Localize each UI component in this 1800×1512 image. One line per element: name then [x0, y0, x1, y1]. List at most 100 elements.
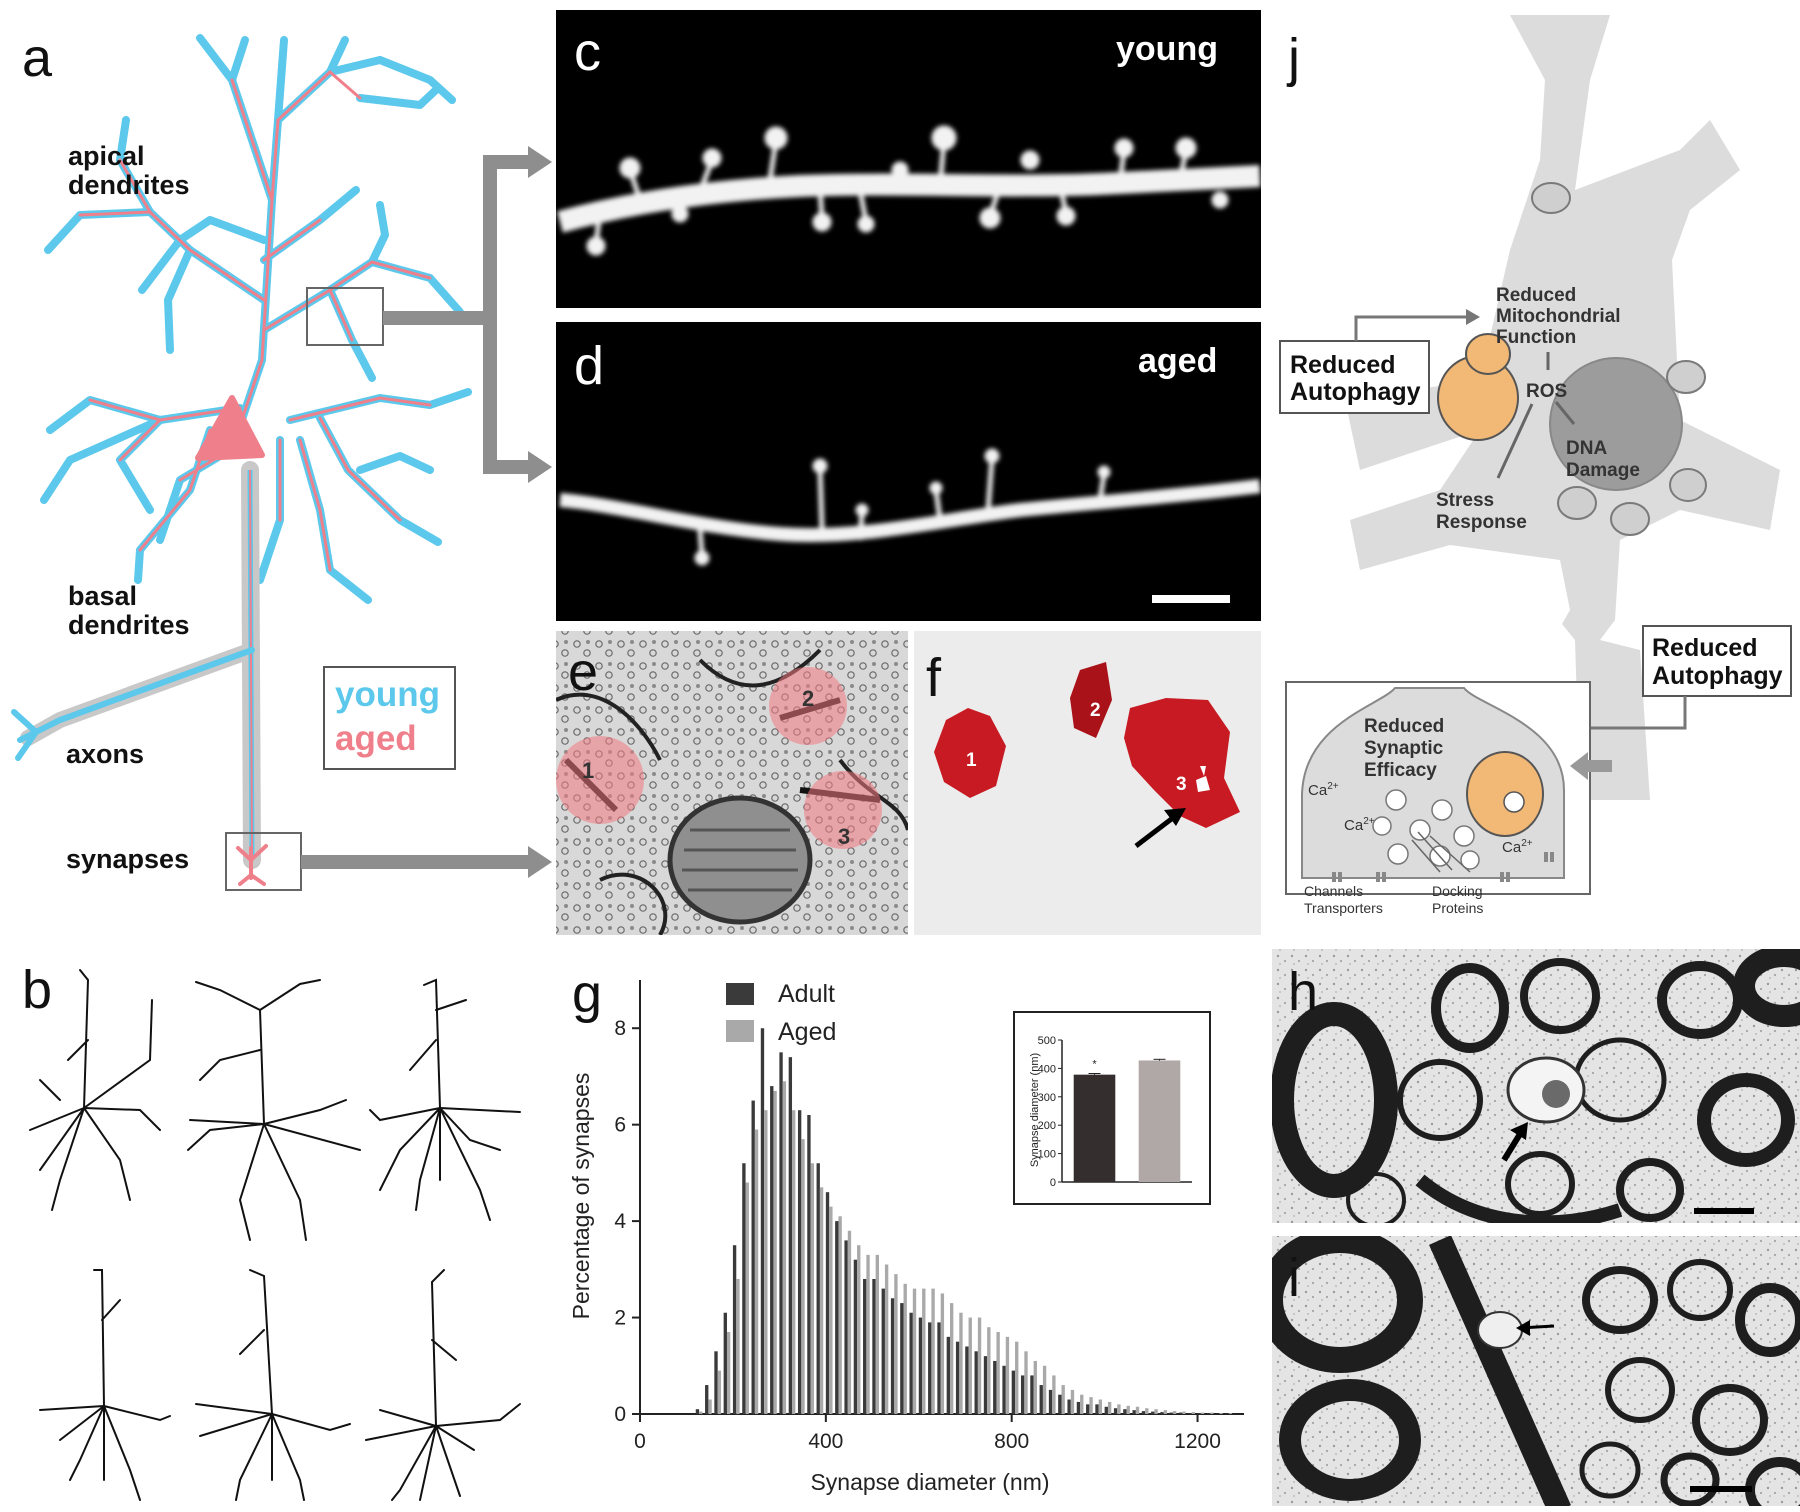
label-basal-line1: basal — [68, 581, 137, 611]
dna-line2: Damage — [1566, 460, 1640, 481]
panel-label-d: d — [574, 336, 604, 396]
bar-aged — [1173, 1411, 1177, 1414]
bar-aged — [922, 1288, 926, 1414]
bar-aged — [717, 1370, 722, 1414]
bar-aged — [1080, 1394, 1084, 1414]
bar-adult — [1169, 1412, 1174, 1414]
bar-adult — [760, 1028, 765, 1414]
bar-adult — [807, 1115, 811, 1414]
y-tick-label: 2 — [614, 1307, 626, 1330]
scale-bar-i — [1690, 1486, 1752, 1492]
ros-label: ROS — [1526, 381, 1567, 402]
recon-label-2: 2 — [1090, 700, 1101, 721]
bar-adult — [918, 1317, 923, 1414]
bar-aged — [726, 1332, 731, 1414]
bar-aged — [764, 1110, 768, 1414]
bar-aged — [819, 1187, 824, 1414]
connector-arrowheads — [528, 146, 552, 878]
bar-aged — [903, 1283, 907, 1414]
bar-aged — [977, 1317, 982, 1414]
bar-aged — [1135, 1406, 1140, 1414]
synapse-input-arrow — [1570, 752, 1612, 780]
legend-young: young — [335, 675, 440, 714]
bar-adult — [900, 1303, 904, 1414]
bar-adult — [928, 1322, 932, 1414]
bar-adult — [797, 1110, 802, 1414]
inset-bar-adult — [1073, 1074, 1116, 1182]
arrow-h — [1501, 1132, 1523, 1162]
calcium-label-2: Ca2+ — [1344, 816, 1375, 834]
autophagy-bottom-line1: Reduced — [1652, 634, 1758, 662]
bar-aged — [1219, 1413, 1223, 1414]
tracing-1 — [29, 969, 161, 1211]
legend-label-adult: Adult — [778, 980, 835, 1008]
bar-aged — [1024, 1351, 1028, 1414]
em-label-1: 1 — [582, 758, 594, 783]
synaptic-autophagosome — [1466, 751, 1544, 837]
bar-aged — [801, 1139, 805, 1414]
bar-aged — [847, 1230, 852, 1414]
bar-aged — [1117, 1404, 1121, 1414]
inset-y-label: Synapse diameter (nm) — [1029, 1053, 1041, 1167]
arrows-from-ros — [1496, 401, 1576, 479]
autophagy-top-line2: Autophagy — [1290, 378, 1421, 406]
calcium-label-1: Ca2+ — [1308, 781, 1339, 799]
autophagy-box-top — [1279, 340, 1430, 414]
bar-adult — [1011, 1370, 1016, 1414]
histogram-legend: Adult Aged — [726, 980, 836, 1046]
bar-aged — [940, 1293, 945, 1414]
bar-aged — [1191, 1412, 1195, 1414]
inset-y-tick-label: 0 — [1050, 1177, 1056, 1189]
bar-adult — [863, 1278, 867, 1414]
bar-adult — [844, 1240, 848, 1414]
panel-label-h: h — [1288, 962, 1318, 1022]
bar-adult — [881, 1288, 885, 1414]
bar-aged — [1163, 1410, 1168, 1414]
docking-fibers — [1411, 831, 1471, 873]
histogram-bars — [695, 1028, 1233, 1414]
bar-adult — [1197, 1413, 1201, 1414]
synaptic-line3: Efficacy — [1364, 760, 1437, 781]
bar-aged — [1098, 1399, 1103, 1414]
degenerating-contents — [1542, 1080, 1570, 1108]
x-axis-label: Synapse diameter (nm) — [810, 1469, 1049, 1495]
panel-label-f: f — [926, 648, 942, 708]
neuron-drawing — [11, 34, 472, 869]
bar-adult — [1048, 1389, 1053, 1414]
bar-aged — [782, 1081, 787, 1414]
x-tick-label: 1200 — [1174, 1430, 1221, 1453]
bar-adult — [946, 1336, 950, 1414]
bar-adult — [1020, 1375, 1025, 1414]
bar-aged — [996, 1332, 1000, 1414]
em-label-3: 3 — [838, 824, 850, 849]
bar-adult — [965, 1346, 969, 1414]
panel-f: 1 2 3 f — [914, 631, 1261, 935]
bar-adult — [1067, 1399, 1071, 1414]
axon — [11, 461, 261, 869]
bar-aged — [1033, 1360, 1037, 1414]
panel-label-b: b — [22, 960, 52, 1020]
bar-aged — [1210, 1412, 1214, 1414]
bar-adult — [1141, 1411, 1146, 1414]
y-axis-label: Percentage of synapses — [568, 1073, 594, 1320]
autophagy-bottom-line2: Autophagy — [1652, 662, 1783, 690]
bar-aged — [792, 1110, 796, 1414]
neuron-tracings — [29, 969, 521, 1501]
autophagy-top-line1: Reduced — [1290, 351, 1396, 379]
mito-line2: Mitochondrial — [1496, 306, 1621, 327]
bar-aged — [866, 1254, 870, 1414]
panel-a: a — [11, 28, 552, 891]
bar-aged — [754, 1129, 759, 1414]
scale-bar-h — [1694, 1208, 1754, 1214]
bar-aged — [810, 1163, 814, 1414]
nucleus — [1549, 357, 1683, 491]
bar-adult — [872, 1278, 876, 1414]
bar-aged — [1042, 1365, 1047, 1414]
scale-bar-d — [1152, 595, 1230, 603]
bar-aged — [699, 1411, 703, 1414]
neuron-aged-dendrites — [78, 70, 432, 572]
bar-adult — [1002, 1365, 1006, 1414]
membrane-channels — [1332, 852, 1554, 882]
bar-aged — [894, 1274, 898, 1414]
